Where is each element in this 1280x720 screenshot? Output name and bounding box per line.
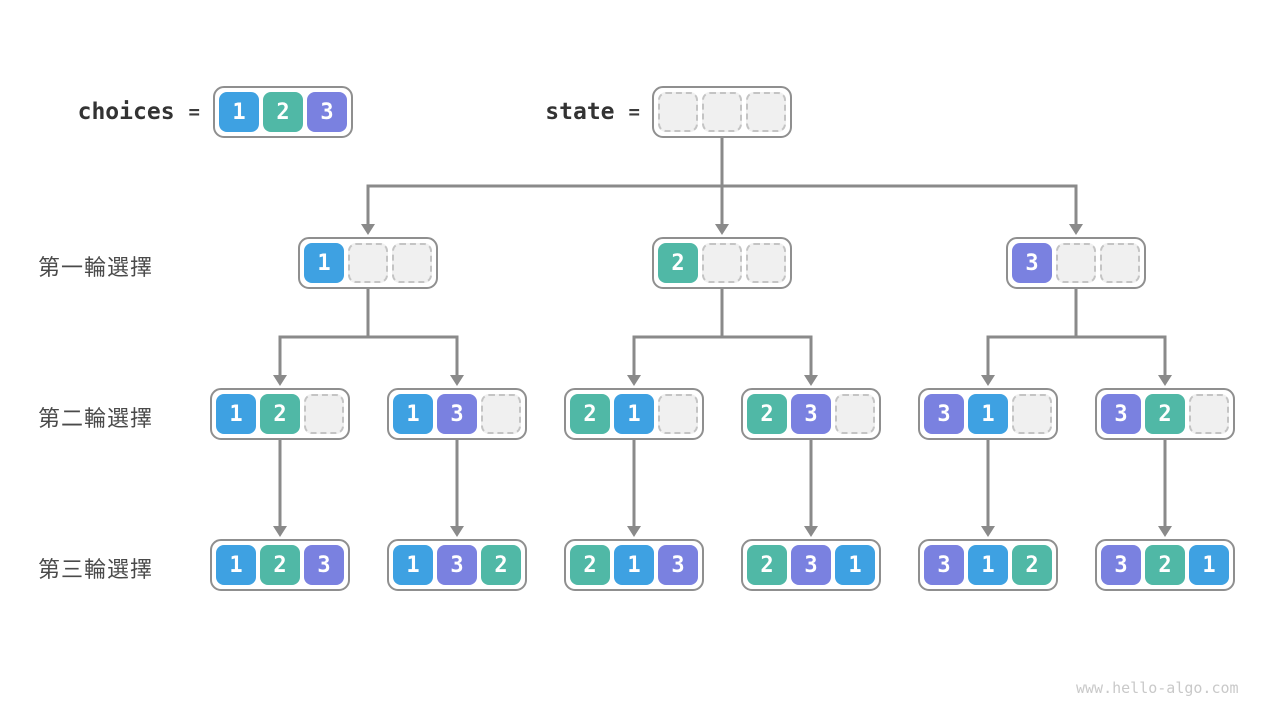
array-cell-value-2: 2 xyxy=(747,545,787,585)
array-cell-empty xyxy=(746,92,786,132)
array-cell-value-1: 1 xyxy=(393,545,433,585)
choices-expression: choices = xyxy=(40,86,200,138)
state-label: state xyxy=(545,99,615,125)
array-cell-empty xyxy=(1100,243,1140,283)
array-cell-value-2: 2 xyxy=(1145,394,1185,434)
array-cell-empty xyxy=(1012,394,1052,434)
array-cell-value-2: 2 xyxy=(260,394,300,434)
array-cell-value-1: 1 xyxy=(968,394,1008,434)
state-array xyxy=(652,86,792,138)
array-cell-empty xyxy=(702,92,742,132)
equals-sign: = xyxy=(188,101,200,123)
array-cell-value-1: 1 xyxy=(216,394,256,434)
array-cell-empty xyxy=(1056,243,1096,283)
array-cell-value-2: 2 xyxy=(1145,545,1185,585)
array-cell-empty xyxy=(746,243,786,283)
array-cell-empty xyxy=(304,394,344,434)
array-cell-value-1: 1 xyxy=(219,92,259,132)
round-1-label: 第一輪選擇 xyxy=(38,256,154,281)
round-1-state-3: 3 xyxy=(1006,237,1146,289)
array-cell-value-3: 3 xyxy=(307,92,347,132)
array-cell-value-1: 1 xyxy=(216,545,256,585)
array-cell-value-1: 1 xyxy=(393,394,433,434)
array-cell-value-3: 3 xyxy=(791,545,831,585)
array-cell-value-2: 2 xyxy=(481,545,521,585)
round-1-state-1: 1 xyxy=(298,237,438,289)
state-expression: state = xyxy=(480,86,640,138)
array-cell-value-3: 3 xyxy=(924,545,964,585)
array-cell-value-3: 3 xyxy=(1101,394,1141,434)
array-cell-empty xyxy=(348,243,388,283)
choices-label: choices xyxy=(77,99,175,125)
array-cell-value-1: 1 xyxy=(835,545,875,585)
array-cell-value-1: 1 xyxy=(614,545,654,585)
watermark: www.hello-algo.com xyxy=(1076,679,1239,697)
array-cell-value-3: 3 xyxy=(437,545,477,585)
array-cell-empty xyxy=(1189,394,1229,434)
array-cell-empty xyxy=(481,394,521,434)
array-cell-value-3: 3 xyxy=(1101,545,1141,585)
array-cell-value-2: 2 xyxy=(1012,545,1052,585)
round-1-state-2: 2 xyxy=(652,237,792,289)
array-cell-value-2: 2 xyxy=(260,545,300,585)
round-3-label: 第三輪選擇 xyxy=(38,558,154,583)
array-cell-value-2: 2 xyxy=(570,545,610,585)
array-cell-empty xyxy=(658,394,698,434)
array-cell-value-1: 1 xyxy=(614,394,654,434)
round-2-label: 第二輪選擇 xyxy=(38,407,154,432)
array-cell-value-3: 3 xyxy=(437,394,477,434)
array-cell-value-2: 2 xyxy=(570,394,610,434)
array-cell-value-1: 1 xyxy=(304,243,344,283)
equals-sign: = xyxy=(628,101,640,123)
array-cell-value-3: 3 xyxy=(658,545,698,585)
array-cell-value-3: 3 xyxy=(791,394,831,434)
array-cell-value-1: 1 xyxy=(1189,545,1229,585)
array-cell-empty xyxy=(835,394,875,434)
array-cell-empty xyxy=(392,243,432,283)
array-cell-empty xyxy=(658,92,698,132)
array-cell-value-3: 3 xyxy=(924,394,964,434)
array-cell-value-2: 2 xyxy=(747,394,787,434)
array-cell-value-3: 3 xyxy=(304,545,344,585)
array-cell-value-2: 2 xyxy=(263,92,303,132)
array-cell-empty xyxy=(702,243,742,283)
array-cell-value-1: 1 xyxy=(968,545,1008,585)
array-cell-value-3: 3 xyxy=(1012,243,1052,283)
array-cell-value-2: 2 xyxy=(658,243,698,283)
